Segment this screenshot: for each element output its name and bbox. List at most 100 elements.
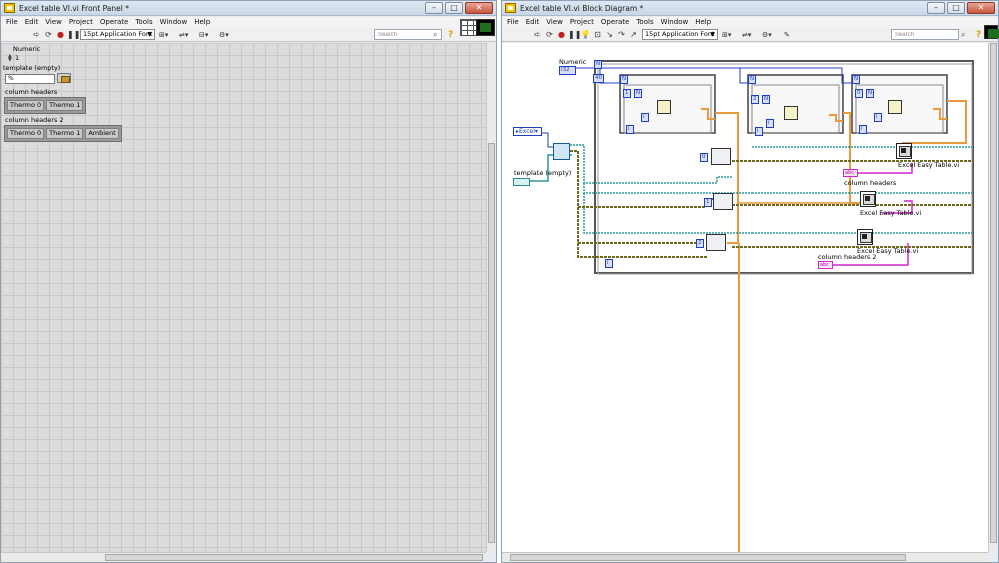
index-1-constant[interactable]: 1	[704, 198, 712, 207]
array-element[interactable]: Thermo 0	[7, 128, 45, 139]
search-icon[interactable]: ⌕	[961, 30, 966, 39]
menu-tools[interactable]: Tools	[636, 18, 654, 26]
template-path-control[interactable]: %	[5, 74, 55, 84]
excel-easy-table-subvi[interactable]	[896, 143, 912, 159]
inner-loop-3-index[interactable]: 0	[855, 89, 863, 98]
array-element[interactable]: Thermo 0	[7, 100, 45, 111]
wire-error[interactable]	[577, 243, 708, 258]
loop-count-constant[interactable]: 40	[593, 74, 604, 83]
wire-teal[interactable]	[583, 183, 752, 194]
index-array-icon[interactable]	[706, 234, 726, 251]
distribute-objects-icon[interactable]: ⇌▾	[742, 31, 752, 39]
build-string-icon[interactable]	[784, 106, 798, 120]
increment-icon[interactable]: ▲▼	[8, 53, 12, 63]
index-2-constant[interactable]: 2	[696, 239, 704, 248]
step-over-icon[interactable]: ↷	[618, 30, 625, 39]
inner-loop-2-n[interactable]: N	[762, 95, 770, 104]
block-diagram-horizontal-scrollbar[interactable]	[502, 552, 988, 562]
block-diagram-vertical-scrollbar[interactable]	[988, 43, 998, 552]
excel-easy-table-subvi[interactable]	[860, 191, 876, 207]
run-arrow-icon[interactable]: ➪	[33, 30, 40, 39]
close-icon[interactable]: ✕	[967, 2, 995, 14]
menu-help[interactable]: Help	[194, 18, 211, 26]
wire-orange[interactable]	[701, 108, 715, 120]
outer-for-loop[interactable]	[594, 60, 974, 274]
abort-icon[interactable]: ●	[558, 30, 565, 39]
inner-loop-3-n-terminal[interactable]: N	[852, 75, 860, 84]
index-array-icon[interactable]	[713, 193, 733, 210]
vi-icon[interactable]	[476, 19, 495, 36]
build-string-icon[interactable]	[657, 100, 671, 114]
index-0-constant[interactable]: 0	[700, 153, 708, 162]
retain-wire-values-icon[interactable]: ⊡	[594, 30, 601, 39]
inner-loop-1-n-terminal[interactable]: N	[620, 75, 628, 84]
menu-view[interactable]: View	[45, 18, 62, 26]
array-element[interactable]: Ambient	[85, 128, 119, 139]
front-panel-vertical-scrollbar[interactable]	[486, 43, 496, 552]
wire-column-headers[interactable]	[882, 200, 913, 214]
step-into-icon[interactable]: ↘	[606, 30, 613, 39]
wire-numeric[interactable]	[740, 67, 852, 84]
index-array-icon[interactable]	[711, 148, 731, 165]
menu-file[interactable]: File	[507, 18, 519, 26]
menu-help[interactable]: Help	[695, 18, 712, 26]
menu-view[interactable]: View	[546, 18, 563, 26]
inner-loop-3-n[interactable]: N	[866, 89, 874, 98]
inner-loop-1-index[interactable]: 1	[623, 89, 631, 98]
scroll-thumb[interactable]	[990, 43, 997, 543]
menu-operate[interactable]: Operate	[600, 18, 630, 26]
maximize-icon[interactable]: □	[947, 2, 965, 14]
array-element[interactable]: Thermo 1	[46, 100, 84, 111]
align-objects-icon[interactable]: ⊞▾	[159, 31, 169, 39]
menu-project[interactable]: Project	[569, 18, 594, 26]
wire-orange[interactable]	[933, 108, 947, 120]
wire-orange[interactable]	[843, 112, 862, 204]
template-terminal[interactable]	[513, 178, 530, 186]
align-objects-icon[interactable]: ⊞▾	[722, 31, 732, 39]
wire-orange[interactable]	[715, 112, 739, 244]
menu-edit[interactable]: Edit	[24, 18, 39, 26]
reorder-icon[interactable]: ⚙▾	[762, 31, 772, 39]
clean-up-diagram-icon[interactable]: ✎	[784, 31, 790, 39]
search-icon[interactable]: ⌕	[433, 30, 438, 39]
inner-loop-2-index[interactable]: 2	[751, 95, 759, 104]
inner-loop-1-n[interactable]: N	[634, 89, 642, 98]
browse-folder-icon[interactable]	[57, 73, 71, 83]
scroll-thumb[interactable]	[488, 143, 495, 543]
excel-easy-table-subvi[interactable]	[857, 229, 873, 245]
wire-numeric[interactable]	[600, 67, 748, 84]
step-out-icon[interactable]: ↗	[630, 30, 637, 39]
wire-column-headers[interactable]	[858, 163, 913, 174]
menu-window[interactable]: Window	[159, 18, 188, 26]
vi-icon[interactable]	[984, 25, 999, 39]
font-select[interactable]: 15pt Application Font▼	[80, 29, 155, 40]
numeric-terminal[interactable]: I32	[559, 66, 576, 75]
inner-loop-2-n-terminal[interactable]: N	[748, 75, 756, 84]
pause-icon[interactable]: ❚❚	[568, 30, 582, 39]
help-icon[interactable]: ?	[976, 30, 982, 40]
close-icon[interactable]: ✕	[465, 2, 493, 14]
menu-file[interactable]: File	[6, 18, 18, 26]
run-arrow-icon[interactable]: ➪	[534, 30, 541, 39]
array-element[interactable]: Thermo 1	[46, 128, 84, 139]
menu-edit[interactable]: Edit	[525, 18, 540, 26]
wire-error[interactable]	[570, 150, 718, 208]
column-headers-2-terminal[interactable]: abc	[818, 261, 833, 269]
font-select[interactable]: 15pt Application Font▼	[642, 29, 718, 40]
help-icon[interactable]: ?	[448, 30, 454, 40]
run-continuously-icon[interactable]: ⟳	[45, 30, 52, 39]
build-string-icon[interactable]	[888, 100, 902, 114]
search-input[interactable]	[374, 29, 442, 40]
minimize-icon[interactable]: –	[425, 2, 443, 14]
column-headers-terminal[interactable]: abc	[843, 169, 858, 177]
outer-loop-n-terminal[interactable]: N	[594, 60, 602, 69]
abort-icon[interactable]: ●	[57, 30, 64, 39]
pause-icon[interactable]: ❚❚	[67, 30, 81, 39]
menu-window[interactable]: Window	[660, 18, 689, 26]
wire-excel-ring[interactable]	[542, 132, 554, 148]
wire-orange[interactable]	[829, 114, 843, 122]
highlight-execution-icon[interactable]: 💡	[580, 30, 591, 39]
menu-project[interactable]: Project	[68, 18, 93, 26]
resize-objects-icon[interactable]: ⊟▾	[199, 31, 209, 39]
scroll-thumb[interactable]	[105, 554, 483, 561]
